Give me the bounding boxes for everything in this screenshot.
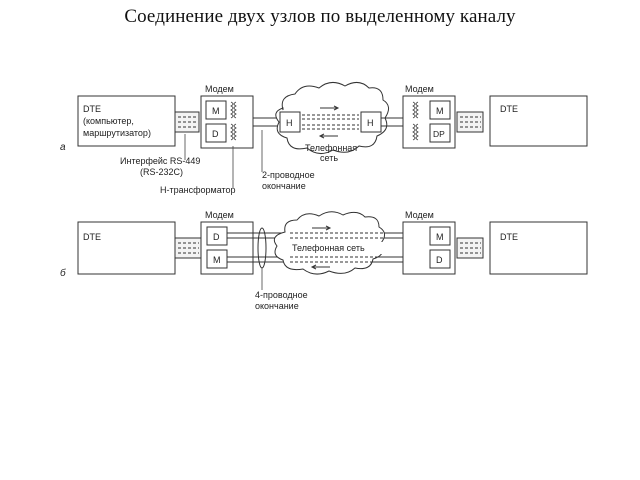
modem-right-label-b: Модем: [405, 210, 434, 220]
modem-right-m-box-b: [429, 226, 451, 246]
tel-net-label-full-b: Телефонная сеть: [292, 243, 365, 253]
dte-left-box-b: [77, 221, 176, 275]
dte-right-box-b: [489, 221, 588, 275]
modem-left-d-box-a: [205, 123, 227, 143]
h-label-right-a: H: [367, 118, 374, 128]
dte-left-router-a: маршрутизатор): [83, 128, 151, 138]
iface-label-1: Интерфейс RS-449: [120, 156, 200, 166]
dte-right-label-a: DTE: [500, 104, 518, 114]
dte-right-box-a: [489, 95, 588, 147]
modem-left-m-box-b: [206, 249, 228, 269]
modem-left-d-box-b: [206, 226, 228, 246]
dte-left-comp-a: (компьютер,: [83, 116, 134, 126]
modem-right-d-box-b: [429, 249, 451, 269]
modem-right-m-label-b: M: [436, 232, 444, 242]
modem-left-d-label-b: D: [213, 232, 220, 242]
modem-left-m-label-b: M: [213, 255, 221, 265]
dte-right-label-b: DTE: [500, 232, 518, 242]
modem-right-d-label-b: D: [436, 255, 443, 265]
modem-left-label-a: Модем: [205, 84, 234, 94]
page-title: Соединение двух узлов по выделенному кан…: [124, 6, 516, 27]
four-wire-label-1: 4-проводное: [255, 290, 308, 300]
htrans-label: H-трансформатор: [160, 185, 236, 195]
variant-a-label: а: [60, 142, 66, 153]
h-label-left-a: H: [286, 118, 293, 128]
diagram-b: DTE Модем D M Телефонная сеть Моде: [60, 210, 588, 311]
tel-net-label-2-a: сеть: [320, 153, 338, 163]
two-wire-label-2: окончание: [262, 181, 306, 191]
modem-right-dp-label-a: DP: [433, 129, 445, 139]
modem-right-dp-box-a: [429, 123, 451, 143]
modem-right-m-box-a: [429, 100, 451, 120]
modem-left-m-label-a: M: [212, 106, 220, 116]
modem-left-d-label-a: D: [212, 129, 219, 139]
diagram-a: DTE (компьютер, маршрутизатор) Модем M D…: [60, 82, 588, 195]
variant-b-label: б: [60, 267, 66, 279]
modem-right-m-label-a: M: [436, 106, 444, 116]
tel-net-label-1-a: Телефонная: [305, 143, 357, 153]
telephone-network-cloud-a: [275, 82, 389, 154]
modem-left-m-box-a: [205, 100, 227, 120]
dte-left-label-a: DTE: [83, 104, 101, 114]
modem-right-label-a: Модем: [405, 84, 434, 94]
h-box-left-a: [279, 111, 301, 133]
four-wire-label-2: окончание: [255, 301, 299, 311]
modem-left-label-b: Модем: [205, 210, 234, 220]
dte-left-label-b: DTE: [83, 232, 101, 242]
two-wire-label-1: 2-проводное: [262, 170, 315, 180]
iface-label-2: (RS-232C): [140, 167, 183, 177]
h-box-right-a: [360, 111, 382, 133]
